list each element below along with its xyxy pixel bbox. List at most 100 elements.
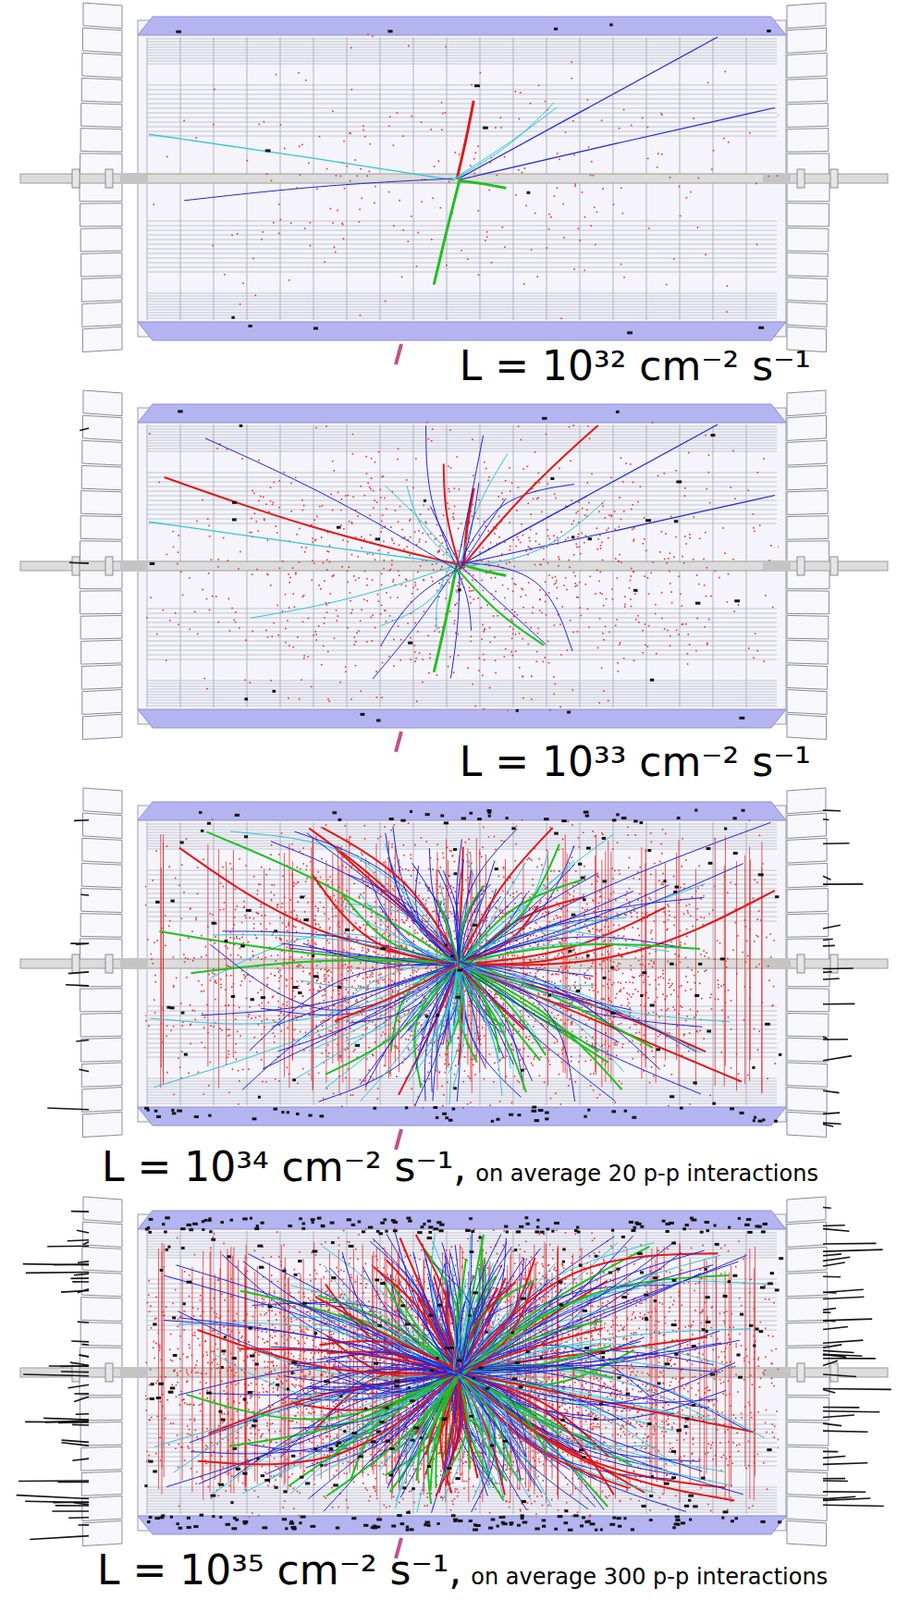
hit-dot (461, 577, 464, 580)
hit-dot (391, 564, 394, 566)
hit-dot (353, 575, 356, 578)
hit-dot (368, 515, 371, 517)
hit-dot (147, 1024, 150, 1027)
hit-dot (470, 589, 473, 592)
hit-dot (369, 488, 372, 491)
hit-dot (354, 159, 357, 161)
hit-dot (176, 563, 179, 566)
hit-dot (726, 891, 729, 894)
hit-dot (703, 626, 706, 628)
hit-dot (389, 1071, 392, 1074)
hit-dot (340, 175, 343, 178)
hit-dot (494, 577, 497, 579)
hit-dot (364, 570, 367, 573)
hit-dot (291, 939, 294, 942)
hit-dot (449, 656, 452, 659)
hit-dot (529, 626, 532, 629)
hit-dot (379, 489, 381, 492)
hit-dot (307, 942, 310, 945)
hit-dot (553, 624, 556, 627)
hit-dot (624, 605, 627, 608)
hit-dot (319, 505, 321, 508)
hit-dot (397, 625, 400, 627)
hit-dot (245, 638, 247, 641)
hit-dot (616, 912, 619, 915)
hit-dot (557, 555, 560, 558)
hit-dot (444, 46, 447, 49)
hit-dot (419, 513, 422, 516)
hit-dot (343, 237, 345, 240)
endcap-module (80, 938, 123, 962)
hit-dot (421, 658, 424, 661)
hit-dot (405, 577, 407, 580)
hit-dot (623, 657, 626, 660)
hit-dot (456, 550, 459, 553)
hit-dot (608, 631, 611, 634)
hit-dot (492, 598, 495, 601)
hit-dot (206, 687, 209, 690)
hit-dot (350, 612, 353, 615)
hit-dot (421, 532, 424, 535)
hit-dot (685, 859, 688, 861)
hit-dot (444, 1005, 447, 1008)
hit-dot (250, 531, 253, 534)
calorimeter-deposit (766, 29, 771, 33)
hit-dot (681, 604, 684, 607)
hit-dot (874, 609, 877, 612)
hit-dot (620, 263, 623, 266)
hit-dot (702, 558, 705, 561)
hit-dot (356, 174, 358, 177)
hit-dot (446, 1053, 449, 1056)
hit-dot (657, 152, 660, 155)
hit-dot (581, 507, 584, 510)
hit-dot (378, 549, 381, 552)
hit-dot (756, 650, 759, 652)
hit-dot (263, 121, 266, 123)
hit-dot (580, 1035, 583, 1038)
hit-dot (687, 452, 690, 455)
hit-dot (633, 538, 636, 541)
hit-dot (704, 434, 707, 437)
hit-dot (550, 216, 553, 219)
hit-dot (599, 571, 602, 574)
hit-dot (401, 276, 404, 279)
hit-dot (628, 587, 631, 590)
hit-dot (493, 835, 496, 838)
hit-dot (364, 837, 367, 840)
hit-dot (491, 261, 493, 264)
hit-dot (607, 537, 610, 540)
hit-dot (753, 530, 756, 533)
hit-dot (309, 245, 312, 247)
hit-dot (371, 614, 374, 617)
hit-dot (724, 71, 727, 74)
hit-dot (576, 546, 578, 549)
hit-dot (644, 623, 647, 626)
hit-dot (681, 555, 684, 558)
hit-dot (367, 34, 369, 37)
hit-dot (567, 892, 570, 895)
hit-dot (651, 421, 654, 424)
hit-dot (235, 937, 238, 940)
hit-dot (208, 572, 210, 575)
hit-dot (482, 653, 485, 656)
hit-dot (177, 624, 180, 627)
hit-dot (514, 902, 516, 905)
hit-dot (148, 432, 151, 435)
hit-dot (525, 205, 528, 208)
hit-dot (569, 619, 572, 622)
hit-dot (300, 678, 303, 681)
hit-dot (381, 514, 384, 516)
hit-dot (270, 500, 272, 503)
hit-dot (332, 469, 335, 472)
hit-dot (549, 538, 552, 541)
hit-dot (503, 156, 506, 159)
hit-dot (309, 221, 312, 224)
hit-dot (486, 231, 489, 234)
hit-dot (376, 696, 379, 699)
hit-dot (382, 475, 385, 478)
hit-dot (453, 671, 455, 674)
hit-dot (380, 613, 382, 615)
hit-dot (513, 565, 516, 568)
hit-dot (693, 515, 696, 518)
hit-dot (500, 126, 503, 129)
